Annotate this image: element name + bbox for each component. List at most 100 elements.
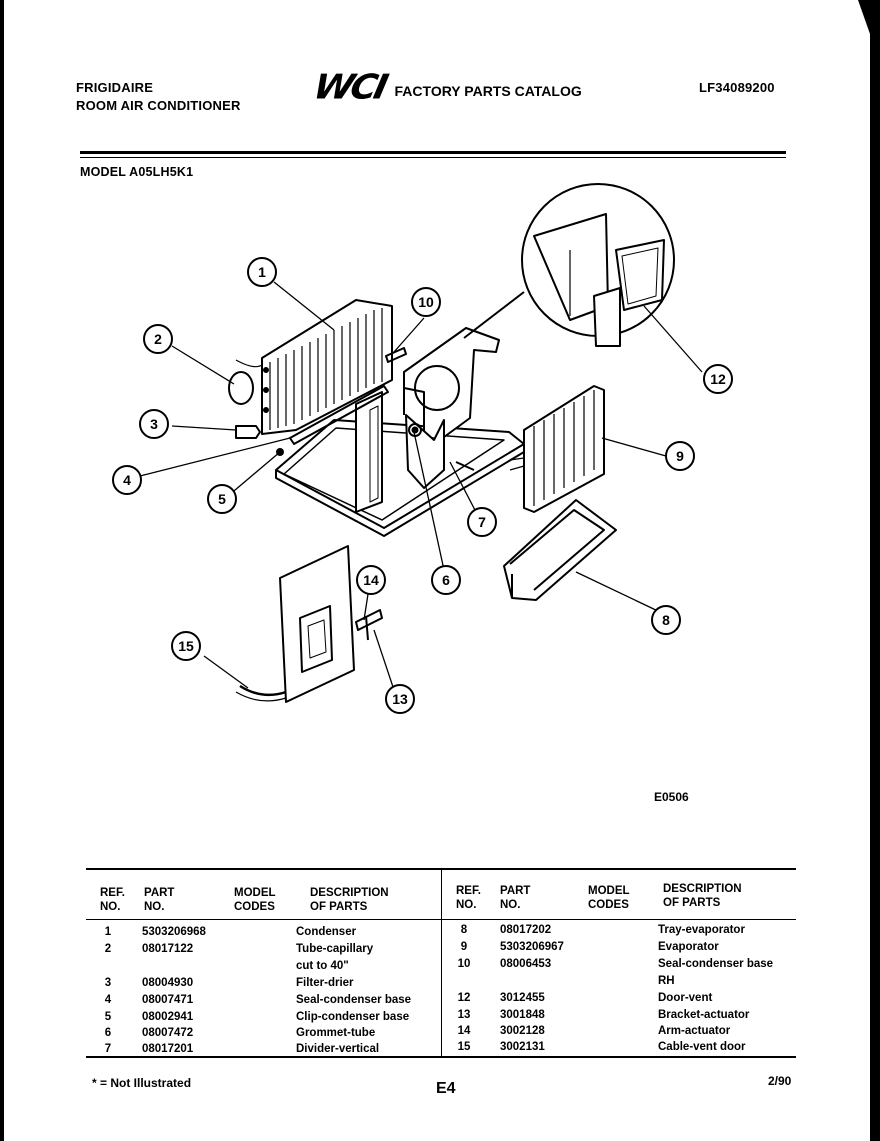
parts-table: REF. NO. PART NO. MODEL CODES DESCRIPTIO… [86, 868, 796, 1060]
part-description: Tube-capillary [296, 943, 374, 955]
header-ref-line2: NO. [100, 901, 121, 913]
part-no: 5303206967 [500, 941, 564, 953]
ref-no: 14 [457, 1025, 471, 1037]
part-description: RH [658, 975, 675, 987]
header-desc-right-line1: DESCRIPTION [663, 883, 742, 895]
page-number: E4 [436, 1080, 456, 1097]
callout-12 [703, 364, 733, 394]
part-description: Bracket-actuator [658, 1009, 750, 1021]
product-type: ROOM AIR CONDITIONER [76, 98, 241, 113]
table-column-divider [441, 870, 442, 1056]
page-corner [858, 0, 870, 34]
part-no: 08017122 [142, 943, 194, 955]
part-no: 08006453 [500, 958, 552, 970]
callout-9 [665, 441, 695, 471]
model-number: MODEL A05LH5K1 [80, 165, 194, 179]
ref-no: 4 [104, 994, 112, 1006]
footnote: * = Not Illustrated [92, 1076, 192, 1090]
table-row: 4 08007471 Seal-condenser base [86, 992, 441, 1008]
callout-15 [171, 631, 201, 661]
ref-no: 8 [460, 924, 468, 936]
callout-label-3: 3 [150, 416, 158, 432]
header-ref-right-line2: NO. [456, 899, 477, 911]
ref-no: 3 [104, 977, 112, 989]
callout-13 [385, 684, 415, 714]
part-no: 08002941 [142, 1011, 194, 1023]
header-description-right: DESCRIPTION OF PARTS [663, 882, 742, 910]
part-description: Seal-condenser base [296, 994, 412, 1006]
callout-label-6: 6 [442, 572, 450, 588]
part-description: Divider-vertical [296, 1043, 380, 1055]
callout-label-10: 10 [418, 294, 434, 310]
header-model-right-line2: CODES [588, 899, 629, 911]
header-part-right: PART NO. [500, 884, 530, 912]
revision-date: 2/90 [768, 1074, 792, 1088]
header-ref-right-line1: REF. [456, 885, 481, 897]
table-rule-bottom [86, 1056, 796, 1058]
part-description: cut to 40" [296, 960, 349, 972]
header-ref-right: REF. NO. [456, 884, 481, 912]
actuator-drawing [355, 609, 383, 641]
header-part-line1: PART [144, 887, 175, 899]
table-row: 12 3012455 Door-vent [442, 990, 796, 1006]
exploded-parts-diagram: 1 2 3 4 5 6 7 8 9 10 12 13 14 15 [112, 183, 733, 714]
header-desc-line2: OF PARTS [310, 901, 368, 913]
part-no: 3012455 [500, 992, 545, 1004]
catalog-page: FRIGIDAIRE ROOM AIR CONDITIONER WCI FACT… [4, 0, 870, 1141]
part-description: Arm-actuator [658, 1025, 731, 1037]
table-row: 9 5303206967 Evaporator [442, 939, 796, 955]
table-row: cut to 40" [86, 958, 441, 974]
table-row: 2 08017122 Tube-capillary [86, 941, 441, 957]
header-rule [80, 151, 786, 154]
header-desc-right-line2: OF PARTS [663, 897, 721, 909]
part-description: Evaporator [658, 941, 719, 953]
header-ref-line1: REF. [100, 887, 125, 899]
callout-label-1: 1 [258, 264, 266, 280]
capillary-tube-drawing [228, 359, 263, 405]
callout-label-15: 15 [178, 638, 194, 654]
callout-label-13: 13 [392, 691, 408, 707]
header-model-line1: MODEL [234, 887, 276, 899]
header-model-right-line1: MODEL [588, 885, 630, 897]
table-row: 14 3002128 Arm-actuator [442, 1023, 796, 1039]
callout-label-8: 8 [662, 612, 670, 628]
table-rule-top [86, 868, 796, 870]
header-ref: REF. NO. [100, 886, 125, 914]
ref-no: 7 [104, 1043, 112, 1055]
part-description: Clip-condenser base [296, 1011, 410, 1023]
filter-drier-drawing [235, 425, 261, 439]
brand-name: FRIGIDAIRE [76, 80, 154, 95]
catalog-heading: WCI FACTORY PARTS CATALOG [310, 68, 582, 107]
ref-no: 2 [104, 943, 112, 955]
part-no: 08017202 [500, 924, 552, 936]
divider-vertical-drawing [355, 391, 383, 513]
part-description: Filter-drier [296, 977, 354, 989]
part-description: Cable-vent door [658, 1041, 746, 1053]
diagram-code: E0506 [654, 790, 689, 804]
callout-label-14: 14 [363, 572, 379, 588]
part-no: 3002131 [500, 1041, 545, 1053]
table-row: 10 08006453 Seal-condenser base [442, 956, 796, 972]
fan-shroud-drawing [403, 327, 500, 489]
table-row: 3 08004930 Filter-drier [86, 975, 441, 991]
callout-label-9: 9 [676, 448, 684, 464]
ref-no: 15 [457, 1041, 471, 1053]
part-no: 08007472 [142, 1027, 194, 1039]
control-plate-drawing [235, 545, 355, 703]
callout-2 [143, 324, 173, 354]
header-rule-thin [80, 157, 786, 158]
header-part-right-line1: PART [500, 885, 531, 897]
table-row: 7 08017201 Divider-vertical [86, 1041, 441, 1057]
callout-label-12: 12 [710, 371, 726, 387]
callout-circles [112, 257, 733, 714]
table-row: 15 3002131 Cable-vent door [442, 1039, 796, 1055]
condenser-drawing [261, 299, 393, 435]
catalog-title: FACTORY PARTS CATALOG [394, 83, 582, 99]
callout-3 [139, 409, 169, 439]
part-no: 08007471 [142, 994, 194, 1006]
ref-no: 12 [457, 992, 471, 1004]
ref-no: 10 [457, 958, 471, 970]
callout-10 [411, 287, 441, 317]
header-part-line2: NO. [144, 901, 165, 913]
evaporator-drawing [509, 385, 605, 513]
